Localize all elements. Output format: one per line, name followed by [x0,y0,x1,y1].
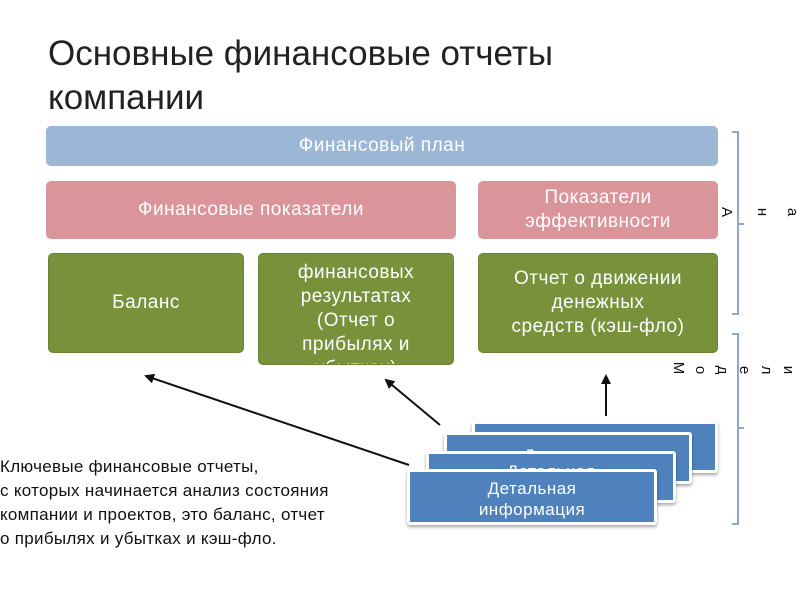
detail-card-4-line-2: информация [478,500,586,519]
page-title: Основные финансовые отчеты компании [48,32,728,120]
note-line-1: Ключевые финансовые отчеты, [0,457,259,476]
analysis-char-2: н [754,207,771,217]
title-line-2: компании [48,78,205,117]
arrow-to-balance [144,373,410,466]
key-reports-note: Ключевые финансовые отчеты, с которых на… [0,455,440,551]
analysis-char-3: а [784,207,800,217]
title-line-1: Основные финансовые отчеты [48,34,554,73]
cashflow-line-2: денежных [551,292,645,313]
efficiency-indicators-box: Показатели эффективности [478,181,718,239]
income-statement-box: Отчет о финансовых результатах (Отчет о … [258,253,454,365]
cash-flow-box: Отчет о движении денежных средств (кэш-ф… [478,253,718,353]
financial-plan-label: Финансовый план [298,135,466,156]
pnl-line-4: (Отчет о [316,310,396,331]
cashflow-line-3: средств (кэш-фло) [511,316,685,337]
detail-card-4-line-1: Детальная [487,479,577,498]
pnl-line-6: убытках) [298,357,414,364]
analysis-bracket [732,131,739,315]
efficiency-label-line-1: Показатели [544,187,652,208]
financial-indicators-label: Финансовые показатели [138,199,364,220]
cashflow-line-1: Отчет о движении [514,268,682,289]
models-char-2: о [692,365,709,375]
note-line-4: о прибылях и убытках и кэш-фло. [0,529,277,548]
efficiency-label-line-2: эффективности [525,211,671,232]
models-char-3: д [714,365,731,375]
models-char-6: и [780,365,797,375]
balance-box: Баланс [48,253,244,353]
models-char-1: М [670,361,687,375]
models-char-5: л [758,365,775,375]
pnl-line-1: Отчет о [298,254,414,261]
note-line-3: компании и проектов, это баланс, отчет [0,505,325,524]
balance-label: Баланс [112,292,180,313]
pnl-line-2: финансовых [297,262,415,283]
financial-indicators-box: Финансовые показатели [46,181,456,239]
arrow-to-income-statement [384,378,441,426]
note-line-2: с которых начинается анализ состояния [0,481,329,500]
financial-plan-box: Финансовый план [46,126,718,166]
pnl-line-3: результатах [300,286,412,307]
detail-info-card-4: Детальная информация [407,469,657,525]
models-char-4: е [736,365,753,375]
pnl-line-5: прибылях и [302,334,410,355]
analysis-char-1: А [718,206,735,217]
